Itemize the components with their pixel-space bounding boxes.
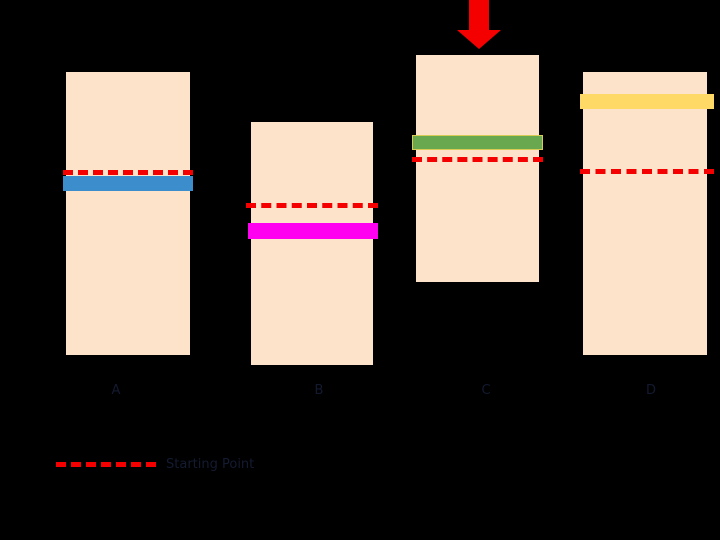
x-axis-tick-label: A — [111, 383, 121, 398]
reference-line-starting-point — [412, 157, 543, 162]
annotation-down-arrow-icon — [456, 0, 502, 50]
bar-body — [416, 55, 539, 282]
bar-body — [66, 72, 190, 355]
legend-label-starting-point: Starting Point — [166, 456, 255, 472]
legend: Starting Point — [56, 452, 254, 476]
bar-body — [583, 72, 707, 355]
reference-line-starting-point — [246, 203, 378, 208]
bar-marker-band — [248, 223, 378, 239]
bar-marker-band — [580, 94, 714, 109]
bar-body — [251, 122, 373, 365]
x-axis-tick-label: C — [481, 383, 491, 398]
x-axis-tick-label: D — [645, 383, 657, 398]
bar-marker-band — [412, 135, 543, 150]
reference-line-starting-point — [63, 170, 193, 175]
legend-swatch-starting-point — [56, 461, 156, 467]
reference-line-starting-point — [580, 169, 714, 174]
down-arrow-shape — [457, 0, 501, 49]
x-axis-tick-label: B — [314, 383, 324, 398]
bar-marker-band — [63, 176, 193, 191]
